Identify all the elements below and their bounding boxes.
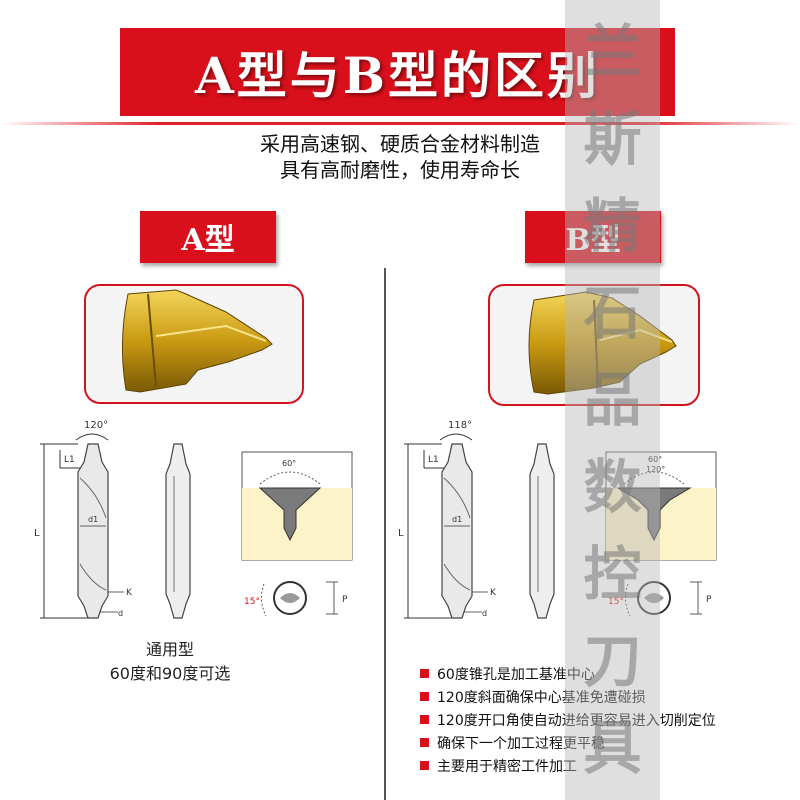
page-title: A型与B型的区别 xyxy=(194,46,601,105)
type-a-caption-line-1: 通用型 xyxy=(145,640,194,659)
dim-L-label: L xyxy=(398,528,404,539)
bullet-square-icon xyxy=(420,761,429,770)
bullet-square-icon xyxy=(420,715,429,724)
dim-P-label: P xyxy=(342,595,348,605)
list-item: 60度锥孔是加工基准中心 xyxy=(420,662,800,685)
dim-d1-label: d1 xyxy=(88,515,98,524)
watermark-char: 斯 xyxy=(583,104,642,173)
subtitle-line-1: 采用高速钢、硬质合金材料制造 xyxy=(260,132,540,156)
watermark-char: 品 xyxy=(583,365,642,434)
dim-L-label: L xyxy=(34,528,40,539)
type-b-tag: B型 xyxy=(525,211,661,263)
drill-side-view xyxy=(165,443,191,619)
dim-d1-label: d1 xyxy=(452,515,462,524)
watermark-char: 控 xyxy=(583,540,642,609)
watermark-char: 刀 xyxy=(583,627,642,696)
subtitle-line-2: 具有高耐磨性，使用寿命长 xyxy=(280,158,520,182)
watermark-char: 数 xyxy=(583,453,642,522)
watermark-char: 精 xyxy=(583,191,642,260)
dim-L1-label: L1 xyxy=(428,455,439,465)
type-a-technical-drawing: L L1 120° d1 K d 60° P 15° xyxy=(34,420,353,619)
clearance-angle-label: 15° xyxy=(244,597,260,607)
list-item: 主要用于精密工件加工 xyxy=(420,754,800,777)
tip-angle-label: 118° xyxy=(448,420,472,431)
dim-d-label: d xyxy=(118,609,123,618)
hole-section-drill-tip xyxy=(616,487,692,542)
title-banner: A型与B型的区别 xyxy=(120,28,675,116)
type-a-label: A型 xyxy=(181,223,235,258)
section-divider xyxy=(384,268,386,800)
dim-d-label: d xyxy=(482,609,487,618)
watermark-char: 具 xyxy=(583,714,642,783)
dim-L1-label: L1 xyxy=(64,455,75,465)
hole-angle-label: 60° xyxy=(648,455,662,464)
type-a-photo xyxy=(84,284,304,404)
type-a-caption-line-2: 60度和90度可选 xyxy=(109,664,231,683)
clearance-angle-label: 15° xyxy=(608,597,624,607)
bullet-square-icon xyxy=(420,692,429,701)
dim-P-label: P xyxy=(706,595,712,605)
title-underline xyxy=(0,122,800,125)
tip-angle-label: 120° xyxy=(84,420,108,431)
drill-front-view xyxy=(77,443,109,619)
list-item: 120度斜面确保中心基准免遭碰损 xyxy=(420,685,800,708)
type-b-feature-list: 60度锥孔是加工基准中心 120度斜面确保中心基准免遭碰损 120度开口角使自动… xyxy=(420,662,800,777)
watermark-char: 石 xyxy=(583,278,642,347)
type-b-photo xyxy=(488,284,700,406)
drill-front-view xyxy=(441,443,473,619)
hole-angle-label: 60° xyxy=(282,459,296,468)
type-a-tag: A型 xyxy=(140,211,276,263)
list-item: 120度开口角使自动进给更容易进入切削定位 xyxy=(420,708,800,731)
hole-section-drill-tip xyxy=(258,487,322,542)
dim-K-label: K xyxy=(126,588,133,598)
type-b-technical-drawing: L L1 118° d1 K d 60° 120° P 15° xyxy=(398,420,717,619)
list-item: 确保下一个加工过程更平稳 xyxy=(420,731,800,754)
dim-K-label: K xyxy=(490,588,497,598)
type-b-label: B型 xyxy=(565,223,621,258)
bullet-square-icon xyxy=(420,738,429,747)
bullet-square-icon xyxy=(420,669,429,678)
hole-angle2-label: 120° xyxy=(646,465,665,474)
drill-side-view xyxy=(529,443,555,619)
type-b-drill-image xyxy=(528,291,677,395)
watermark-column: 兰 斯 精 石 品 数 控 刀 具 xyxy=(565,0,660,800)
watermark-char: 兰 xyxy=(583,17,642,86)
type-a-drill-image xyxy=(121,289,273,393)
